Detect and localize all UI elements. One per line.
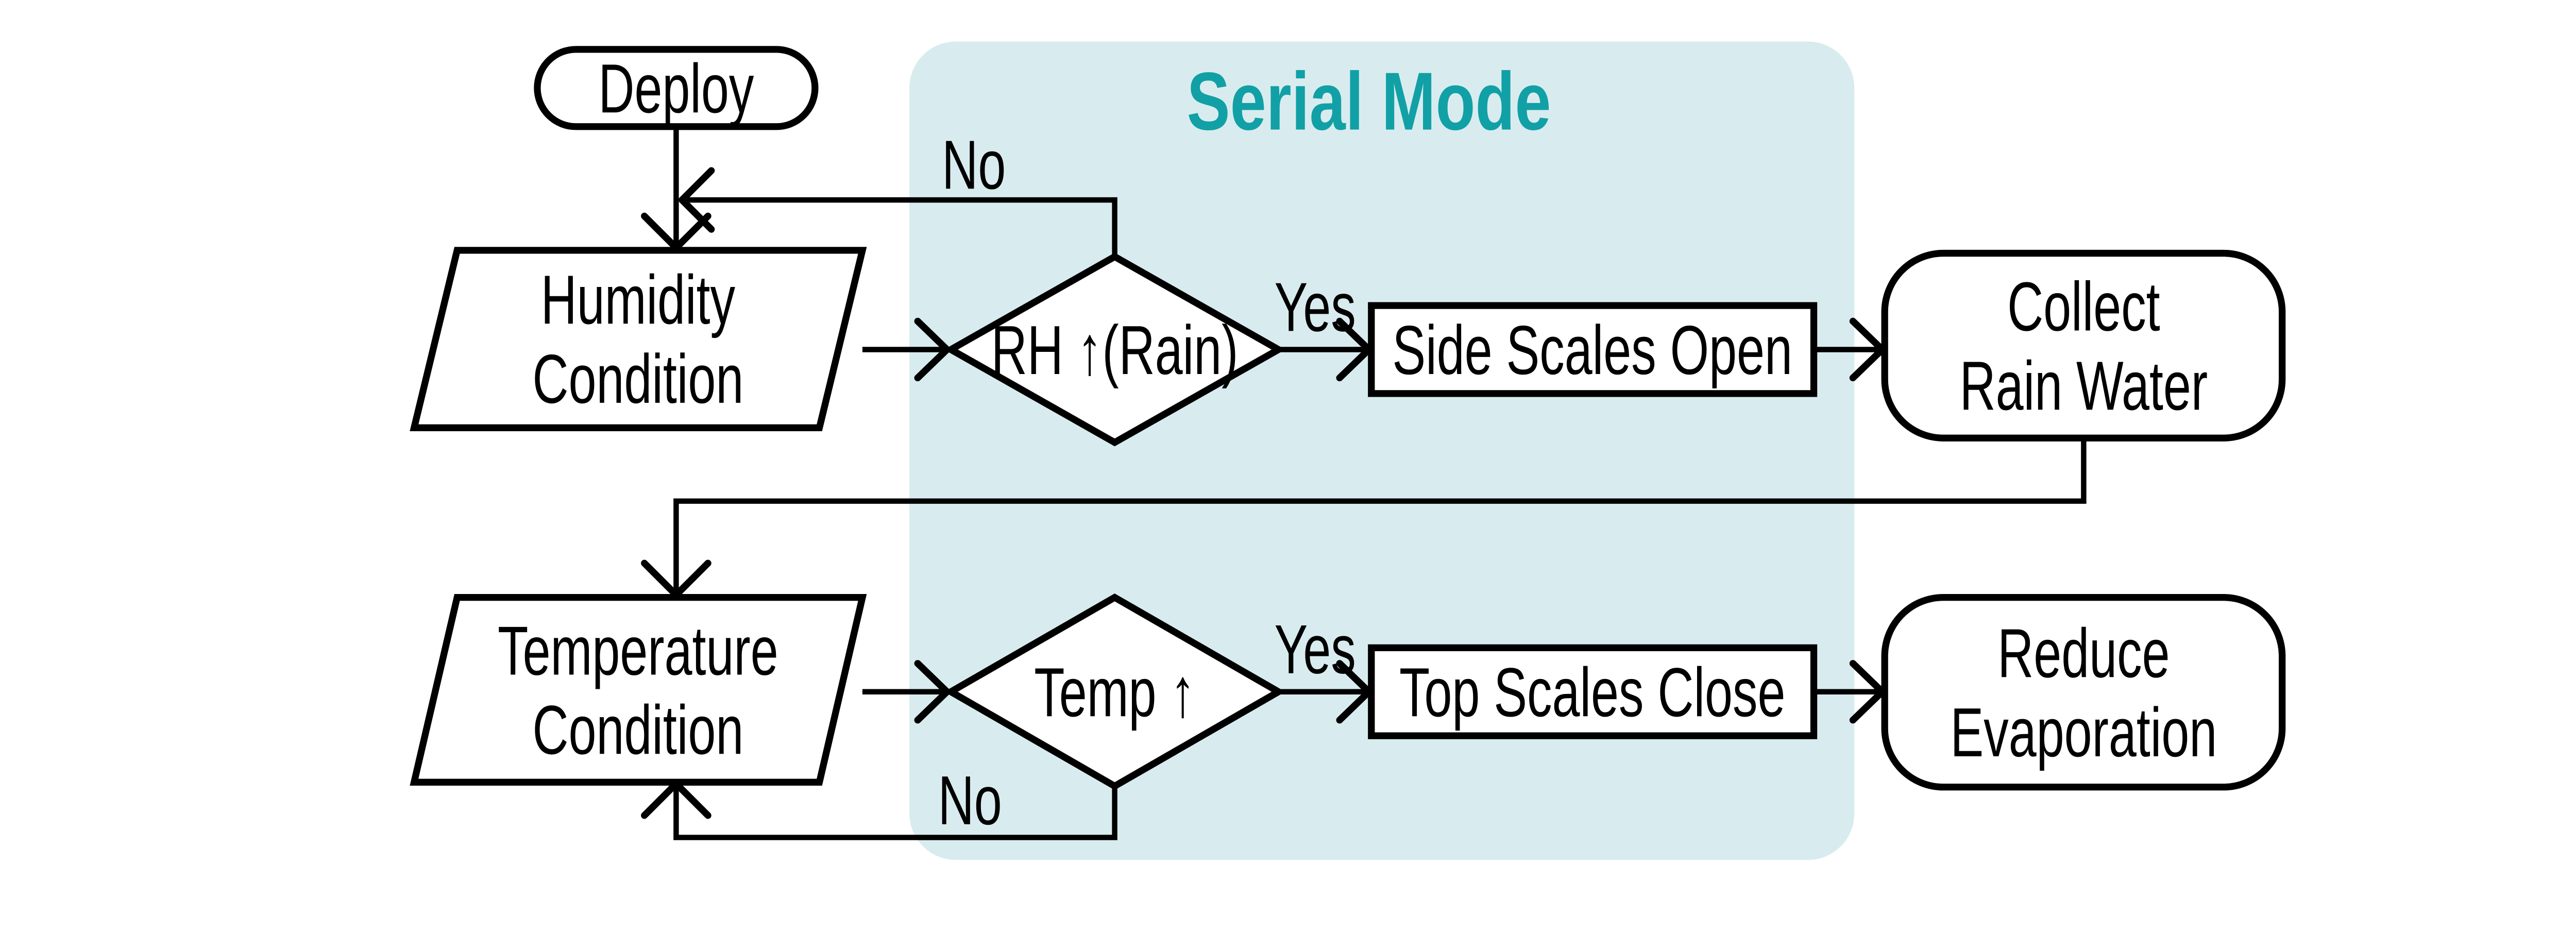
rh-no-label: No bbox=[942, 126, 1006, 203]
side-scales-open-label: Side Scales Open bbox=[1392, 311, 1792, 388]
reduce-evaporation-label-line2: Evaporation bbox=[1951, 693, 2217, 771]
label-temp-no-group: No bbox=[938, 761, 1002, 839]
collect-rain-water-label-line1: Collect bbox=[2007, 268, 2160, 345]
node-humidity-condition: Humidity Condition bbox=[410, 247, 867, 431]
humidity-condition-label-line1: Humidity bbox=[541, 261, 736, 338]
temperature-condition-label-line1: Temperature bbox=[498, 612, 778, 689]
deploy-shape bbox=[534, 46, 819, 130]
temperature-condition-shape bbox=[410, 593, 867, 786]
node-temp-decision: Temp ↑ bbox=[944, 593, 1285, 790]
node-reduce-evaporation: Reduce Evaporation bbox=[1881, 593, 2286, 791]
collect-rain-water-shape bbox=[1881, 249, 2286, 442]
serial-mode-title-group: Serial Mode bbox=[1187, 56, 1551, 147]
edge-rh-no-loop bbox=[683, 197, 1117, 257]
temp-no-label: No bbox=[938, 761, 1002, 839]
top-scales-close-shape bbox=[1368, 644, 1818, 739]
node-deploy: Deploy bbox=[534, 46, 819, 130]
node-temperature-condition: Temperature Condition bbox=[410, 593, 867, 786]
side-scales-open-shape bbox=[1368, 302, 1818, 397]
rh-decision-shape bbox=[944, 252, 1285, 447]
node-top-scales-close: Top Scales Close bbox=[1368, 644, 1818, 739]
temp-decision-label: Temp ↑ bbox=[1034, 654, 1195, 731]
edge-labels: No Yes Yes No bbox=[938, 126, 1356, 839]
temp-yes-label: Yes bbox=[1275, 610, 1356, 688]
flowchart-canvas: Serial Mode bbox=[410, 41, 2286, 860]
rh-yes-label: Yes bbox=[1275, 268, 1356, 346]
top-scales-close-label: Top Scales Close bbox=[1399, 654, 1785, 731]
temp-decision-shape bbox=[944, 593, 1285, 790]
humidity-condition-label-line2: Condition bbox=[532, 340, 743, 417]
edges bbox=[641, 126, 2087, 840]
node-side-scales-open: Side Scales Open bbox=[1368, 302, 1818, 397]
reduce-evaporation-shape bbox=[1881, 593, 2286, 791]
serial-mode-title: Serial Mode bbox=[1187, 56, 1551, 147]
label-temp-yes-group: Yes bbox=[1275, 610, 1356, 688]
edge-collect-to-temperature bbox=[673, 438, 2087, 592]
edge-temp-no-loop bbox=[673, 786, 1117, 840]
deploy-label: Deploy bbox=[598, 50, 754, 127]
node-collect-rain-water: Collect Rain Water bbox=[1881, 249, 2286, 442]
humidity-condition-shape bbox=[410, 247, 867, 431]
label-rh-no-group: No bbox=[942, 126, 1006, 203]
flowchart-page: Serial Mode bbox=[410, 41, 2286, 860]
collect-rain-water-label-line2: Rain Water bbox=[1960, 347, 2208, 425]
node-rh-decision: RH ↑(Rain) bbox=[944, 252, 1285, 447]
label-rh-yes-group: Yes bbox=[1275, 268, 1356, 346]
temperature-condition-label-line2: Condition bbox=[532, 691, 743, 769]
rh-decision-label: RH ↑(Rain) bbox=[991, 311, 1239, 388]
reduce-evaporation-label-line1: Reduce bbox=[1997, 615, 2170, 692]
arrowhead-rh-no-junction bbox=[679, 167, 715, 233]
